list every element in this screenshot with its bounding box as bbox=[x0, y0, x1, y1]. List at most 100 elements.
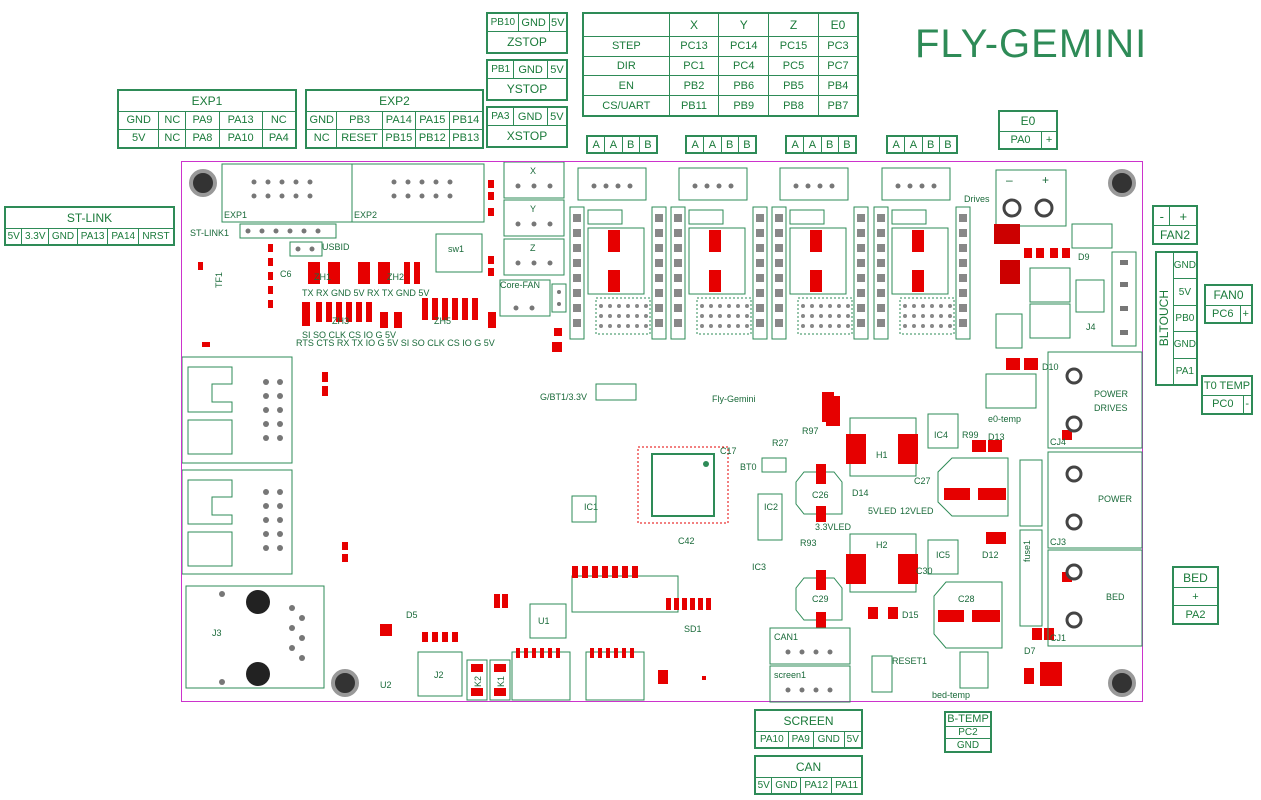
motor-table-cell: PB6 bbox=[718, 75, 770, 97]
inductor-h1: H1 bbox=[846, 417, 918, 477]
silk-power-drives-1: POWER bbox=[1094, 389, 1129, 399]
bltouch-pin: PA1 bbox=[1172, 357, 1198, 386]
ic1-chip bbox=[571, 495, 597, 523]
capacitor-c26: C26 bbox=[795, 464, 843, 522]
stlink-pin: NRST bbox=[138, 227, 174, 246]
fan0-pin: PC6 bbox=[1205, 304, 1241, 324]
silk-h1: H1 bbox=[876, 450, 888, 460]
silk-c27: C27 bbox=[914, 476, 931, 486]
exp1-pinout: EXP1 GND NC PA9 PA13 NC 5V NC PA8 PA10 P… bbox=[117, 89, 297, 149]
silk-k1: K1 bbox=[496, 676, 506, 687]
xstop-pin: GND bbox=[512, 106, 548, 127]
silk-screen1: screen1 bbox=[774, 670, 806, 680]
bltouch-connector bbox=[1111, 251, 1137, 347]
stlink-pin: PA14 bbox=[107, 227, 140, 246]
silk-flygemini: Fly-Gemini bbox=[712, 394, 756, 404]
capacitor-c27: C27 bbox=[914, 457, 1009, 517]
silk-d12: D12 bbox=[982, 550, 999, 560]
exp2-pin: PB14 bbox=[448, 110, 483, 130]
silk-zh1: ZH1 bbox=[314, 272, 331, 282]
silk-exp1: EXP1 bbox=[224, 210, 247, 220]
can1-header: CAN1 bbox=[769, 627, 851, 665]
exp2-pinout: EXP2 GND PB3 PA14 PA15 PB14 NC RESET PB1… bbox=[305, 89, 484, 149]
rj45-j3: J3 bbox=[185, 585, 325, 689]
silk-sd1: SD1 bbox=[684, 624, 702, 634]
btemp-title: B-TEMP bbox=[945, 712, 991, 727]
motor-connectors bbox=[577, 167, 951, 201]
motor-pin: B bbox=[820, 136, 839, 153]
reset-button[interactable]: RESET1 bbox=[871, 655, 927, 693]
motor-table-cell: PC13 bbox=[668, 35, 720, 57]
silk-x: X bbox=[530, 166, 536, 176]
power-terminals: POWER DRIVES POWER BED bbox=[1047, 351, 1143, 647]
silk-gbt: G/BT1/3.3V bbox=[540, 392, 587, 402]
motor-table-header: E0 bbox=[817, 13, 859, 37]
exp1-title: EXP1 bbox=[118, 90, 296, 112]
silk-c42: C42 bbox=[678, 536, 695, 546]
motor-pin-table: X Y Z E0 STEP PC13 PC14 PC15 PC3 DIR PC1… bbox=[582, 12, 859, 117]
silk-u1: U1 bbox=[538, 616, 550, 626]
silk-c30: C30 bbox=[916, 566, 933, 576]
motor-pin: A bbox=[685, 136, 705, 153]
motor-table-cell: PB4 bbox=[817, 75, 859, 97]
silk-r27: R27 bbox=[772, 438, 789, 448]
sw1-switch bbox=[435, 233, 483, 273]
relay-k1: K1 bbox=[489, 659, 511, 701]
motor-pin: B bbox=[621, 136, 640, 153]
motor-pin: B bbox=[921, 136, 940, 153]
usb-c-ports bbox=[511, 648, 645, 701]
bt0-jumper bbox=[761, 457, 787, 473]
exp2-pin: PB12 bbox=[415, 128, 450, 149]
bed-plus: + bbox=[1173, 587, 1218, 607]
silk-tf1: TF1 bbox=[214, 272, 224, 288]
silk-sw1: sw1 bbox=[448, 244, 464, 254]
motor-pin: A bbox=[886, 136, 906, 153]
j4-connector bbox=[1075, 279, 1105, 313]
exp2-pin: NC bbox=[305, 128, 338, 149]
stlink-pin: GND bbox=[48, 227, 78, 246]
endstop-z: Z bbox=[503, 238, 565, 276]
silk-h2: H2 bbox=[876, 540, 888, 550]
exp1-pin: NC bbox=[158, 110, 187, 130]
stlink-pinout: ST-LINK 5V 3.3V GND PA13 PA14 NRST bbox=[4, 206, 175, 246]
screen1-header: screen1 bbox=[769, 665, 851, 703]
silk-c26: C26 bbox=[812, 490, 829, 500]
exp2-pin: PB3 bbox=[336, 110, 383, 130]
motor-table-cell: CS/UART bbox=[583, 95, 670, 116]
exp1-header: EXP1 bbox=[221, 163, 353, 223]
screen-pin: 5V bbox=[843, 730, 863, 749]
silk-ic4: IC4 bbox=[934, 430, 948, 440]
e0-heater-terminal: – + bbox=[995, 169, 1067, 227]
xstop-pin: 5V bbox=[546, 106, 568, 127]
motor-table-cell: DIR bbox=[583, 55, 670, 77]
motor-table-cell: STEP bbox=[583, 35, 670, 57]
stlink-pin: 3.3V bbox=[21, 227, 50, 246]
t0temp-pin: - bbox=[1242, 394, 1253, 414]
silk-spi-row2: RTS CTS RX TX IO G 5V SI SO CLK CS IO G … bbox=[296, 338, 495, 348]
silk-u2: U2 bbox=[380, 680, 392, 690]
silk-d5: D5 bbox=[406, 610, 418, 620]
exp2-pin: RESET bbox=[336, 128, 383, 149]
e0-temp-connector bbox=[985, 373, 1037, 409]
silk-cj4: CJ4 bbox=[1050, 437, 1066, 447]
exp2-pin: GND bbox=[305, 110, 338, 130]
mounting-holes bbox=[189, 169, 1136, 697]
core-fan: Core-FAN bbox=[499, 279, 567, 317]
usb-port-2 bbox=[181, 469, 293, 575]
motor-e0-pins: A A B B bbox=[886, 135, 958, 154]
xstop-pinout: PA3 GND 5V XSTOP bbox=[486, 106, 568, 148]
fan2-pin: - bbox=[1152, 205, 1171, 227]
silk-r97: R97 bbox=[802, 426, 819, 436]
can-pinout: CAN 5V GND PA12 PA11 bbox=[754, 755, 863, 795]
fan2-name: FAN2 bbox=[1153, 225, 1197, 244]
silk-c17: C17 bbox=[720, 446, 737, 456]
motor-pin: B bbox=[638, 136, 658, 153]
gbt-header bbox=[595, 383, 637, 401]
silk-plus: + bbox=[1042, 173, 1049, 187]
bed-pin: PA2 bbox=[1173, 605, 1218, 624]
btemp-pin: PC2 bbox=[945, 725, 991, 740]
relay-k2: K2 bbox=[466, 659, 488, 701]
fan-connector-a bbox=[1029, 267, 1071, 303]
exp2-pin: PB15 bbox=[381, 128, 417, 149]
fuse-1 bbox=[1019, 529, 1043, 627]
